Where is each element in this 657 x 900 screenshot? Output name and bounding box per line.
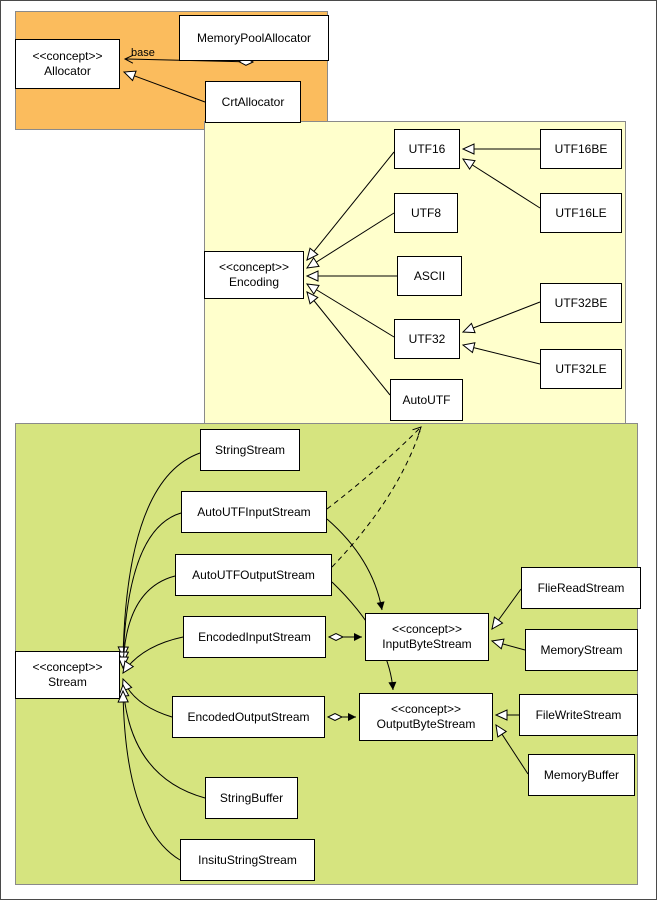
node-utf32be: UTF32BE xyxy=(540,283,622,323)
edge-utf8-encoding xyxy=(305,212,395,269)
node-utf16: UTF16 xyxy=(394,129,460,169)
base-edge-label: base xyxy=(131,47,155,59)
edge-autoutfinputstream-inputbytestream xyxy=(326,518,385,611)
encodedoutputstream-label: EncodedOutputStream xyxy=(187,709,310,724)
stream-stereotype: <<concept>> xyxy=(32,660,103,674)
edge-fliereadstream-inputbytestream xyxy=(491,588,522,630)
node-stringbuffer: StringBuffer xyxy=(205,777,298,819)
edge-encodedoutputstream-stream xyxy=(121,677,173,718)
node-utf16le: UTF16LE xyxy=(540,193,622,233)
node-encoding-concept: <<concept>> Encoding xyxy=(204,251,304,299)
node-crtallocator: CrtAllocator xyxy=(205,81,301,123)
encoding-label: Encoding xyxy=(228,275,280,289)
edge-crtallocator-allocator xyxy=(122,70,206,103)
edge-utf16-encoding xyxy=(306,151,395,261)
memorypoolallocator-label: MemoryPoolAllocator xyxy=(196,30,312,45)
node-stream-concept: <<concept>> Stream xyxy=(15,651,120,699)
outputbytestream-stereotype: <<concept>> xyxy=(390,702,462,716)
allocator-stereotype: <<concept>> xyxy=(32,49,103,63)
node-encodedinputstream: EncodedInputStream xyxy=(183,616,326,658)
node-fliereadstream: FlieReadStream xyxy=(521,567,641,609)
node-memorystream: MemoryStream xyxy=(525,629,638,671)
utf32-label: UTF32 xyxy=(408,331,446,346)
utf16le-label: UTF16LE xyxy=(555,205,607,220)
autoutfinputstream-label: AutoUTFInputStream xyxy=(197,504,311,519)
encodedinputstream-label: EncodedInputStream xyxy=(198,629,311,644)
ascii-label: ASCII xyxy=(413,268,446,283)
utf8-label: UTF8 xyxy=(411,205,441,220)
node-utf32: UTF32 xyxy=(394,319,460,359)
edge-autoutfoutputstream-stream xyxy=(117,575,176,670)
edge-memorystream-inputbytestream xyxy=(490,638,526,651)
edge-stringstream-stream xyxy=(117,452,201,660)
node-autoutfoutputstream: AutoUTFOutputStream xyxy=(175,554,332,596)
stringbuffer-label: StringBuffer xyxy=(219,790,284,805)
node-ascii: ASCII xyxy=(397,256,462,296)
node-allocator-concept: <<concept>> Allocator xyxy=(15,39,120,89)
edge-utf32-encoding xyxy=(305,283,395,338)
inputbytestream-stereotype: <<concept>> xyxy=(391,622,463,636)
crtallocator-label: CrtAllocator xyxy=(221,94,285,109)
node-autoutfinputstream: AutoUTFInputStream xyxy=(181,491,327,533)
edge-utf32le-utf32 xyxy=(461,342,541,365)
node-utf8: UTF8 xyxy=(394,193,458,233)
node-memorybuffer: MemoryBuffer xyxy=(528,754,635,796)
node-autoutf: AutoUTF xyxy=(390,379,463,421)
outputbytestream-label: OutputByteStream xyxy=(376,717,476,731)
stream-label: Stream xyxy=(48,675,87,689)
node-inputbytestream-concept: <<concept>> InputByteStream xyxy=(365,613,489,661)
node-memorypoolallocator: MemoryPoolAllocator xyxy=(179,15,329,61)
edge-utf32be-utf32 xyxy=(461,301,541,334)
filewritestream-label: FileWriteStream xyxy=(535,707,622,722)
insitustringstream-label: InsituStringStream xyxy=(198,852,297,867)
autoutfoutputstream-label: AutoUTFOutputStream xyxy=(192,567,315,582)
node-insitustringstream: InsituStringStream xyxy=(180,839,315,881)
fliereadstream-label: FlieReadStream xyxy=(537,580,625,595)
edge-autoutfoutputstream-autoutf xyxy=(331,430,421,568)
stringstream-label: StringStream xyxy=(214,442,286,457)
node-outputbytestream-concept: <<concept>> OutputByteStream xyxy=(359,693,493,741)
inputbytestream-label: InputByteStream xyxy=(382,637,472,651)
encoding-stereotype: <<concept>> xyxy=(218,260,290,274)
utf32be-label: UTF32BE xyxy=(554,295,608,310)
edge-autoutfinputstream-stream xyxy=(117,512,182,665)
allocator-label: Allocator xyxy=(44,64,91,78)
node-utf16be: UTF16BE xyxy=(540,129,622,169)
memorybuffer-label: MemoryBuffer xyxy=(543,767,620,782)
node-encodedoutputstream: EncodedOutputStream xyxy=(172,696,325,738)
utf16be-label: UTF16BE xyxy=(554,141,608,156)
edge-autoutf-encoding xyxy=(306,291,391,396)
node-utf32le: UTF32LE xyxy=(540,349,622,389)
utf16-label: UTF16 xyxy=(408,141,446,156)
edge-memorybuffer-outputbytestream xyxy=(495,723,529,775)
node-filewritestream: FileWriteStream xyxy=(519,694,638,736)
edge-stringbuffer-stream xyxy=(117,683,206,799)
edge-utf16le-utf16 xyxy=(461,158,541,209)
edge-encodedinputstream-stream xyxy=(122,636,184,675)
utf32le-label: UTF32LE xyxy=(555,361,607,376)
edge-insitustringstream-stream xyxy=(117,689,181,861)
autoutf-label: AutoUTF xyxy=(402,392,451,407)
edge-autoutfinputstream-autoutf xyxy=(326,426,422,510)
memorystream-label: MemoryStream xyxy=(540,642,623,657)
node-stringstream: StringStream xyxy=(200,429,300,471)
